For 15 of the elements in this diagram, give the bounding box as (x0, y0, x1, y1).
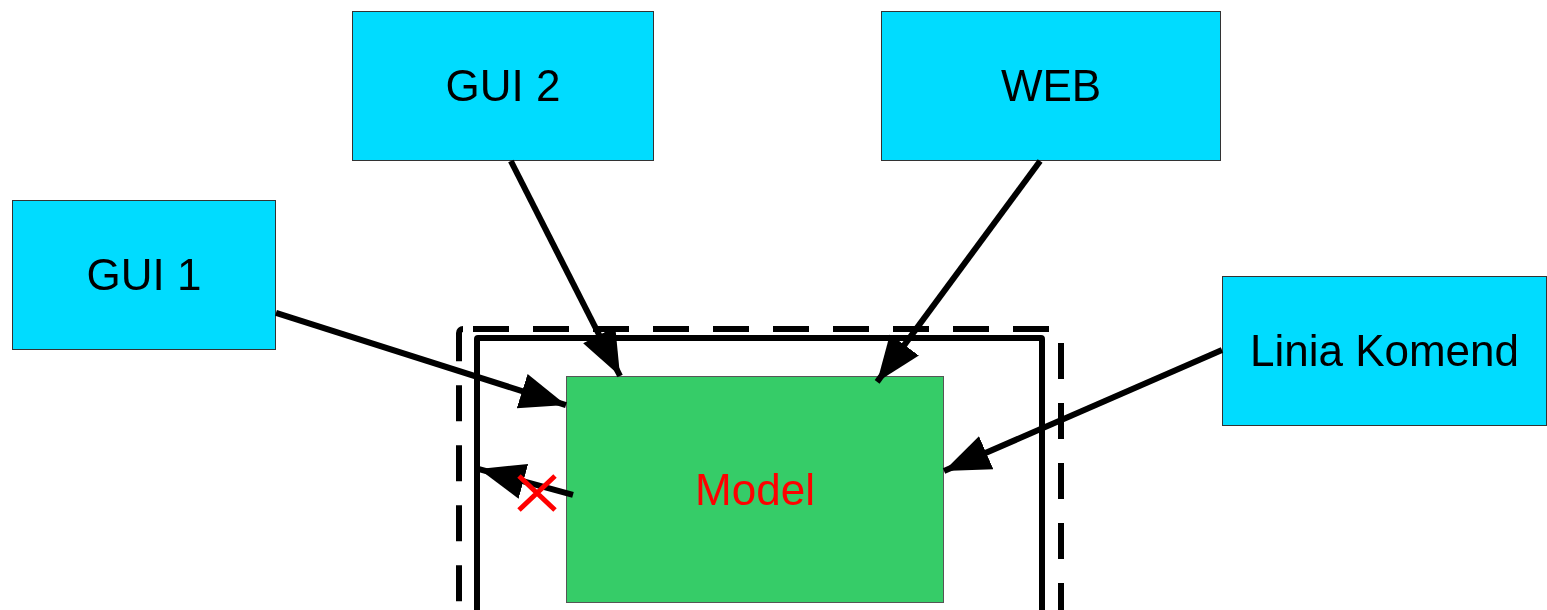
process-box (12, 200, 276, 350)
arrow (874, 159, 1043, 384)
arrow (508, 159, 623, 378)
node-label: GUI 2 (445, 64, 561, 108)
process-box (352, 11, 654, 161)
node-label: GUI 1 (86, 253, 202, 297)
model-box (566, 376, 944, 603)
arrow (942, 347, 1224, 474)
node-label: Model (695, 467, 815, 512)
process-box (881, 11, 1221, 161)
process-box (1222, 276, 1547, 426)
node-label: WEB (1000, 64, 1102, 108)
node-label: Linia Komend (1249, 329, 1520, 373)
arrow (275, 310, 567, 409)
arrow (478, 463, 574, 499)
